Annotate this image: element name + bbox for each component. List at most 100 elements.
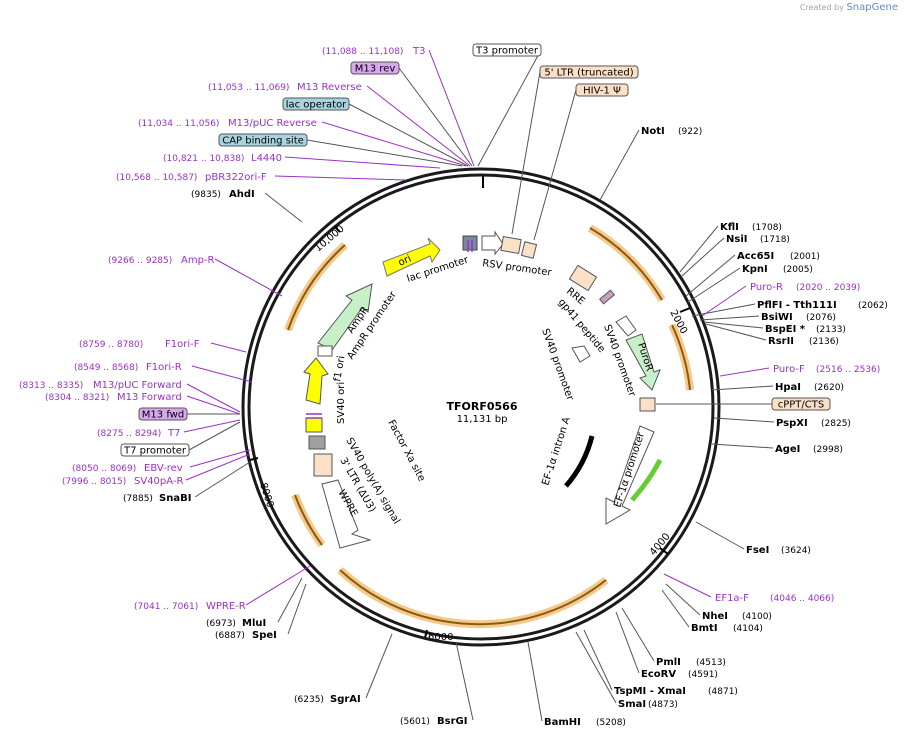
site-sgrai: SgrAI	[330, 694, 361, 705]
site-smai: SmaI	[618, 699, 646, 710]
feature-box-label: HIV-1 Ψ	[583, 86, 621, 97]
wpre-arrow	[321, 479, 372, 549]
primer-ef1a-f: EF1a-F	[715, 593, 749, 604]
feature-box-hiv-1-	[575, 83, 629, 97]
primer-puro-f: Puro-F	[773, 364, 805, 375]
primer-amp-r: Amp-R	[181, 255, 215, 266]
site-bsrgi: BsrGI	[437, 716, 467, 727]
label-f1-ori: f1 ori	[332, 355, 347, 383]
feature-box-lac-operator	[282, 97, 350, 111]
primer-range: (8759 .. 8780)	[79, 340, 143, 350]
site-rsrii: RsrII	[768, 336, 794, 347]
plasmid-length: 11,131 bp	[457, 414, 508, 425]
feature-box-cap-binding-site	[218, 133, 308, 147]
site-snabi: SnaBI	[159, 493, 191, 504]
site-bmti: BmtI	[691, 623, 718, 634]
inner-features	[303, 230, 663, 549]
ef1a-intron-arc	[564, 435, 595, 488]
site-position: (1708)	[752, 223, 782, 233]
site-position: (2620)	[814, 383, 844, 393]
site-kfli: KflI	[720, 222, 739, 233]
label-ef1a-intron: EF-1α intron A	[540, 416, 573, 487]
site-pmli: PmlI	[656, 657, 681, 668]
backbone-inner	[247, 173, 715, 641]
site-position: (2825)	[821, 419, 851, 429]
site-acc65i: Acc65I	[737, 251, 774, 262]
ltr-shape	[500, 235, 522, 255]
plasmid-name: TFORF0566	[447, 400, 518, 413]
primer-range: (4046 .. 4066)	[770, 594, 834, 604]
site-kpni: KpnI	[742, 264, 768, 275]
feature-box-m13-fwd	[138, 407, 188, 421]
primer-m13-reverse: M13 Reverse	[297, 82, 362, 93]
site-noti: NotI	[641, 126, 665, 137]
primer-range: (10,821 .. 10,838)	[163, 154, 244, 164]
feature-box-label: T7 promoter	[123, 446, 187, 457]
site-position: (6235)	[294, 695, 324, 705]
primer-range: (7996 .. 8015)	[62, 477, 126, 487]
tick-6000: 6000	[428, 632, 453, 643]
feature-box-cppt-cts	[771, 397, 831, 411]
primer-range: (7041 .. 7061)	[134, 602, 198, 612]
site-nhei: NheI	[702, 611, 728, 622]
ef1a-green-arc	[630, 458, 663, 502]
primer-f1ori-r: F1ori-R	[146, 362, 182, 373]
site-position: (3624)	[781, 546, 811, 556]
site-position: (5601)	[400, 717, 430, 727]
feature-box-label: M13 rev	[355, 64, 396, 75]
site-position: (2136)	[809, 337, 839, 347]
primer-range: (11,088 .. 11,108)	[322, 47, 403, 57]
feature-box-label: T3 promoter	[475, 46, 539, 57]
label-rsv-promoter: RSV promoter	[482, 258, 553, 279]
ef1a-promoter-arrow	[605, 425, 655, 525]
primer-l4440: L4440	[251, 153, 282, 164]
site-position: (922)	[678, 127, 702, 137]
cppt-shape	[639, 397, 656, 412]
site-position: (6887)	[215, 631, 245, 641]
site-ecorv: EcoRV	[641, 669, 676, 680]
site-bsiwi: BsiWI	[761, 312, 793, 323]
primer-m13-puc-reverse: M13/pUC Reverse	[228, 118, 317, 129]
primer-t3: T3	[412, 46, 425, 57]
site-hpai: HpaI	[775, 382, 801, 393]
site-spei: SpeI	[252, 630, 277, 641]
primer-m13-puc-forward: M13/pUC Forward	[93, 380, 182, 391]
primer-f1ori-f: F1ori-F	[165, 339, 200, 350]
ampr-promoter-shape	[317, 345, 333, 357]
site-pspxi: PspXI	[776, 418, 808, 429]
site-position: (2076)	[806, 313, 836, 323]
f1-ori-arrow	[303, 357, 329, 405]
primer-range: (11,034 .. 11,056)	[138, 119, 219, 129]
feature-box-t3-promoter	[472, 43, 542, 57]
sv40-polya-shape	[308, 435, 326, 450]
primer-range: (2516 .. 2536)	[816, 365, 880, 375]
primer-range: (8050 .. 8069)	[72, 464, 136, 474]
site-position: (2001)	[790, 252, 820, 262]
feature-box-5-ltr-truncated-	[539, 65, 639, 79]
label-factor-xa: Factor Xa site	[385, 418, 427, 483]
primer-wpre-r: WPRE-R	[206, 601, 246, 612]
site-position: (2005)	[783, 265, 813, 275]
primer-range: (9266 .. 9285)	[108, 256, 172, 266]
site-position: (2998)	[813, 445, 843, 455]
feature-box-t7-promoter	[120, 443, 190, 457]
site-position: (7885)	[123, 494, 153, 504]
feature-box-label: M13 fwd	[142, 410, 184, 421]
site-position: (6973)	[206, 619, 236, 629]
primer-t7: T7	[167, 428, 180, 439]
site-mlui: MluI	[242, 618, 266, 629]
label-ori: ori	[397, 253, 413, 268]
site-position: (4100)	[742, 612, 772, 622]
site-ahdi: AhdI	[229, 189, 255, 200]
rre-shape	[568, 264, 598, 292]
sv40-ori-shape	[305, 417, 323, 433]
primer-pbr322ori-f: pBR322ori-F	[205, 172, 267, 183]
puror-arrow	[625, 333, 661, 391]
site-position: (2062)	[858, 301, 888, 311]
site-bamhi: BamHI	[544, 717, 581, 728]
leader-lines	[183, 49, 775, 722]
site-nsii: NsiI	[726, 234, 747, 245]
feature-box-m13-rev	[350, 61, 400, 75]
label-ef1a-promoter: EF-1α promoter	[612, 430, 647, 509]
